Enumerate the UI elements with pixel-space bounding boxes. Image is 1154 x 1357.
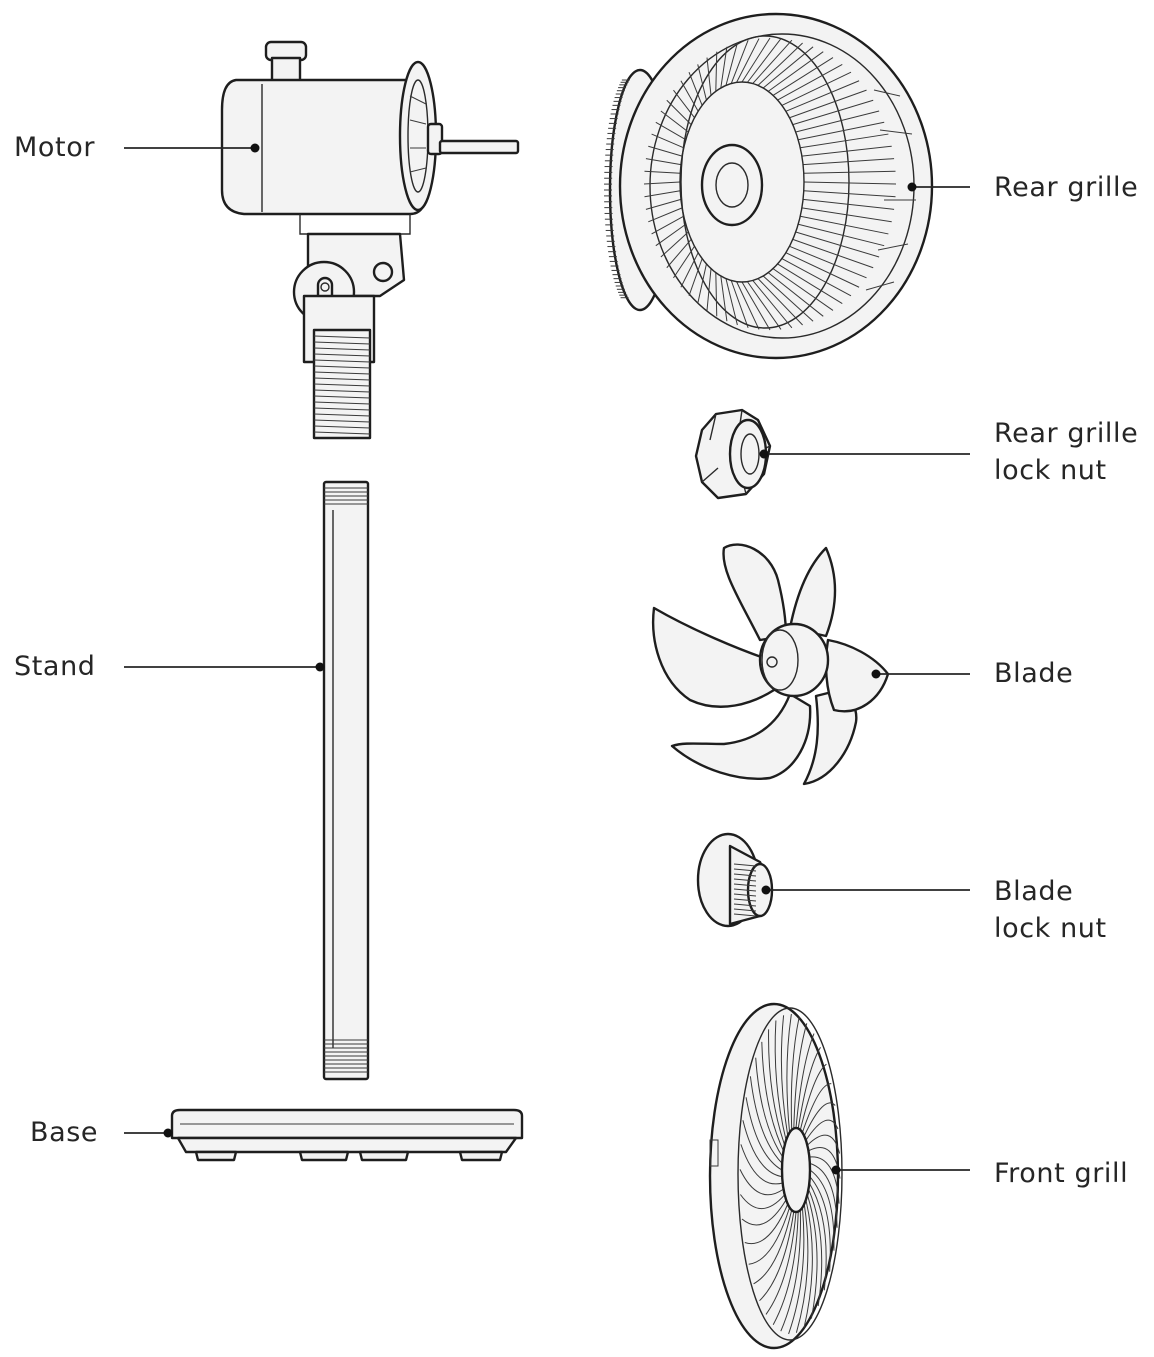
leader-lines <box>124 143 970 1175</box>
stand-illustration <box>322 480 370 1081</box>
motor-illustration <box>220 40 520 440</box>
motor-thread-lines <box>313 335 371 435</box>
front-grill-spirals <box>739 1014 841 1335</box>
label-motor-line-1: Motor <box>14 132 96 163</box>
label-rear-grille-line-1: Rear grille <box>994 172 1139 203</box>
blade-lock-nut-illustration <box>696 832 774 928</box>
label-rear-grille-lock-nut: Rear grille lock nut <box>994 415 1138 489</box>
blade-illustration <box>652 543 890 786</box>
label-rear-grille-lock-nut-line-2: lock nut <box>994 455 1107 486</box>
rear-grille-lock-nut-illustration <box>694 408 772 500</box>
label-stand-line-1: Stand <box>14 651 96 682</box>
label-rear-grille-lock-nut-line-1: Rear grille <box>994 418 1139 449</box>
label-front-grill: Front grill <box>994 1155 1128 1192</box>
label-stand: Stand <box>14 648 96 685</box>
stand-thread-lines <box>324 487 368 1073</box>
rear-grille-illustration <box>604 12 934 360</box>
label-rear-grille: Rear grille <box>994 169 1138 206</box>
base-illustration <box>170 1108 524 1162</box>
front-grill-illustration <box>708 1002 843 1350</box>
label-base: Base <box>30 1114 98 1151</box>
label-blade-line-1: Blade <box>994 658 1074 689</box>
blade-lock-nut-ribs <box>733 863 757 917</box>
rear-grille-spokes <box>643 37 897 331</box>
label-front-grill-line-1: Front grill <box>994 1158 1129 1189</box>
label-motor: Motor <box>14 129 95 166</box>
rear-grille-fins <box>604 79 630 299</box>
label-blade-lock-nut: Blade lock nut <box>994 873 1107 947</box>
label-blade-lock-nut-line-2: lock nut <box>994 913 1107 944</box>
label-blade: Blade <box>994 655 1073 692</box>
label-base-line-1: Base <box>30 1117 99 1148</box>
label-blade-lock-nut-line-1: Blade <box>994 876 1074 907</box>
